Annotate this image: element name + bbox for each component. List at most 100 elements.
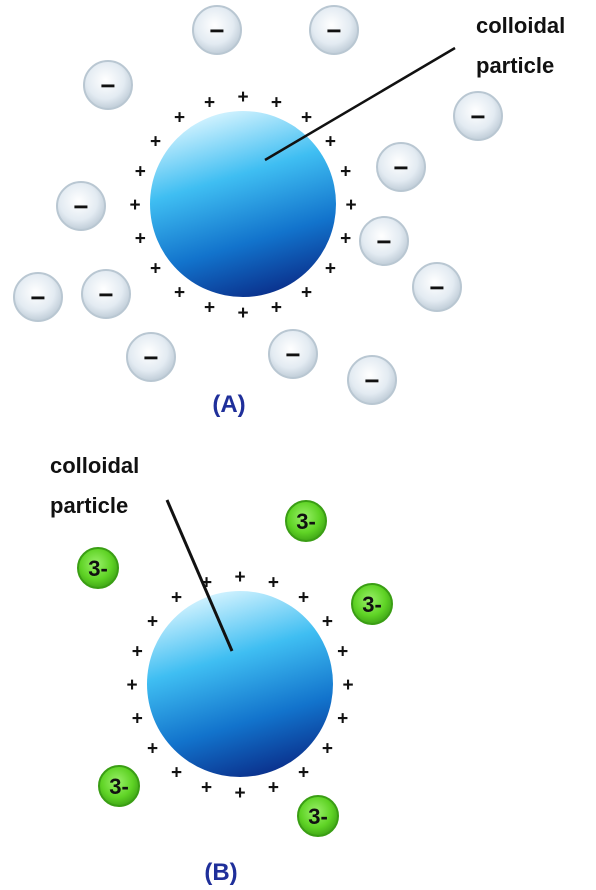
panel-a-counter-ion-bead [83, 60, 133, 110]
panel-b-surface-charge: + [322, 739, 333, 760]
panel-a-counter-ion: − [412, 262, 462, 312]
panel-a-particle-label-line1: colloidal [476, 13, 565, 38]
panel-a-counter-ion-bead [376, 142, 426, 192]
panel-b-counter-ion-bead [98, 765, 140, 807]
panel-a-surface-charges: ++++++++++++++++++++ [129, 87, 356, 324]
panel-a-counter-ion-bead [347, 355, 397, 405]
panel-a-counter-ions: − − − − − − − − − − − − − [13, 5, 503, 405]
panel-b-surface-charge: + [298, 762, 309, 783]
panel-b-surface-charge: + [132, 642, 143, 663]
panel-b-counter-ion-bead [351, 583, 393, 625]
panel-a-counter-ion: − [376, 142, 426, 192]
panel-b-counter-ion: 3- [297, 795, 339, 837]
panel-a-counter-ion: − [347, 355, 397, 405]
panel-a-counter-ion-bead [309, 5, 359, 55]
panel-b-counter-ion-label: 3- [109, 774, 129, 799]
panel-b-counter-ion: 3- [77, 547, 119, 589]
panel-a-surface-charge: + [174, 282, 185, 303]
panel-b-surface-charge: + [201, 778, 212, 799]
panel-b-surface-charge: + [126, 675, 137, 696]
panel-b-particle-label-line1: colloidal [50, 453, 139, 478]
panel-b-counter-ion: 3- [351, 583, 393, 625]
panel-a-surface-charge: + [325, 132, 336, 153]
panel-a-counter-ion: − [13, 272, 63, 322]
panel-a-counter-ion-bead [56, 181, 106, 231]
panel-a-counter-ion: − [56, 181, 106, 231]
panel-b-surface-charge: + [342, 675, 353, 696]
panel-a-counter-ion-label: − [143, 342, 158, 372]
panel-a-counter-ion-bead [13, 272, 63, 322]
panel-a-counter-ion-label: − [393, 152, 408, 182]
panel-a-surface-charge: + [204, 298, 215, 319]
panel-b-surface-charge: + [132, 708, 143, 729]
panel-b-counter-ion-label: 3- [362, 592, 382, 617]
panel-b-label-pointer [165, 499, 234, 652]
panel-a-counter-ion-label: − [98, 279, 113, 309]
panel-b-counter-ions: 3- 3- 3- 3- 3- [77, 500, 393, 837]
panel-b-counter-ion-label: 3- [308, 804, 328, 829]
panel-a-surface-charge: + [237, 303, 248, 324]
panel-a-counter-ion: − [126, 332, 176, 382]
panel-b-surface-charge: + [171, 762, 182, 783]
panel-a-counter-ion-label: − [364, 365, 379, 395]
panel-b-counter-ion-bead [285, 500, 327, 542]
panel-b-surface-charge: + [147, 612, 158, 633]
panel-b-counter-ion: 3- [285, 500, 327, 542]
panel-b-surface-charge: + [322, 612, 333, 633]
panel-a-surface-charge: + [301, 108, 312, 129]
panel-a-counter-ion-bead [192, 5, 242, 55]
panel-a-counter-ion-label: − [429, 272, 444, 302]
panel-a-counter-ion-label: − [285, 339, 300, 369]
panel-a-counter-ion: − [309, 5, 359, 55]
panel-a-counter-ion-label: − [100, 70, 115, 100]
panel-b-counter-ion-label: 3- [88, 556, 108, 581]
panel-b-surface-charges: ++++++++++++++++++++ [126, 567, 353, 804]
panel-a-surface-charge: + [301, 282, 312, 303]
panel-a-surface-charge: + [271, 92, 282, 113]
panel-a-surface-charge: + [150, 259, 161, 280]
panel-a-surface-charge: + [325, 259, 336, 280]
panel-a-surface-charge: + [135, 228, 146, 249]
panel-a-counter-ion: − [359, 216, 409, 266]
panel-a-surface-charge: + [129, 195, 140, 216]
panel-a-particle-label-line2: particle [476, 53, 554, 78]
panel-a-surface-charge: + [340, 162, 351, 183]
panel-a-surface-charge: + [150, 132, 161, 153]
panel-a-surface-charge: + [237, 87, 248, 108]
panel-a-surface-charge: + [345, 195, 356, 216]
panel-a-counter-ion: − [453, 91, 503, 141]
panel-a-counter-ion-bead [268, 329, 318, 379]
panel-b-surface-charge: + [171, 588, 182, 609]
panel-b-surface-charge: + [337, 708, 348, 729]
panel-a-label-pointer [264, 46, 456, 162]
panel-a-counter-ion: − [81, 269, 131, 319]
panel-a-counter-ion-label: − [73, 191, 88, 221]
panel-b-surface-charge: + [234, 783, 245, 804]
panel-a-surface-charge: + [135, 162, 146, 183]
panel-b-surface-charge: + [234, 567, 245, 588]
panel-a-counter-ion-label: − [30, 282, 45, 312]
panel-a-counter-ion-bead [126, 332, 176, 382]
panel-b-surface-charge: + [268, 572, 279, 593]
panel-b-particle-label-line2: particle [50, 493, 128, 518]
panel-a-colloidal-particle [150, 111, 336, 297]
panel-a-counter-ion: − [192, 5, 242, 55]
panel-a-surface-charge: + [174, 108, 185, 129]
panel-a-counter-ion-label: − [209, 15, 224, 45]
panel-b-colloidal-particle [147, 591, 333, 777]
panel-b: 3- 3- 3- 3- 3- ++++++++++++++++++++ colloida… [50, 453, 393, 886]
panel-a-counter-ion-bead [81, 269, 131, 319]
panel-b-surface-charge: + [268, 778, 279, 799]
panel-a-counter-ion-label: − [326, 15, 341, 45]
panel-a-counter-ion: − [268, 329, 318, 379]
panel-b-counter-ion-bead [297, 795, 339, 837]
panel-a-counter-ion-label: − [470, 101, 485, 131]
panel-b-counter-ion: 3- [98, 765, 140, 807]
panel-a-counter-ion-label: − [376, 226, 391, 256]
panel-b-surface-charge: + [298, 588, 309, 609]
panel-b-surface-charge: + [147, 739, 158, 760]
panel-a: − − − − − − − − − − − − − ++++++++++++++++++++ collo… [13, 5, 565, 418]
panel-b-caption: (B) [204, 859, 237, 886]
panel-a-caption: (A) [212, 391, 245, 418]
